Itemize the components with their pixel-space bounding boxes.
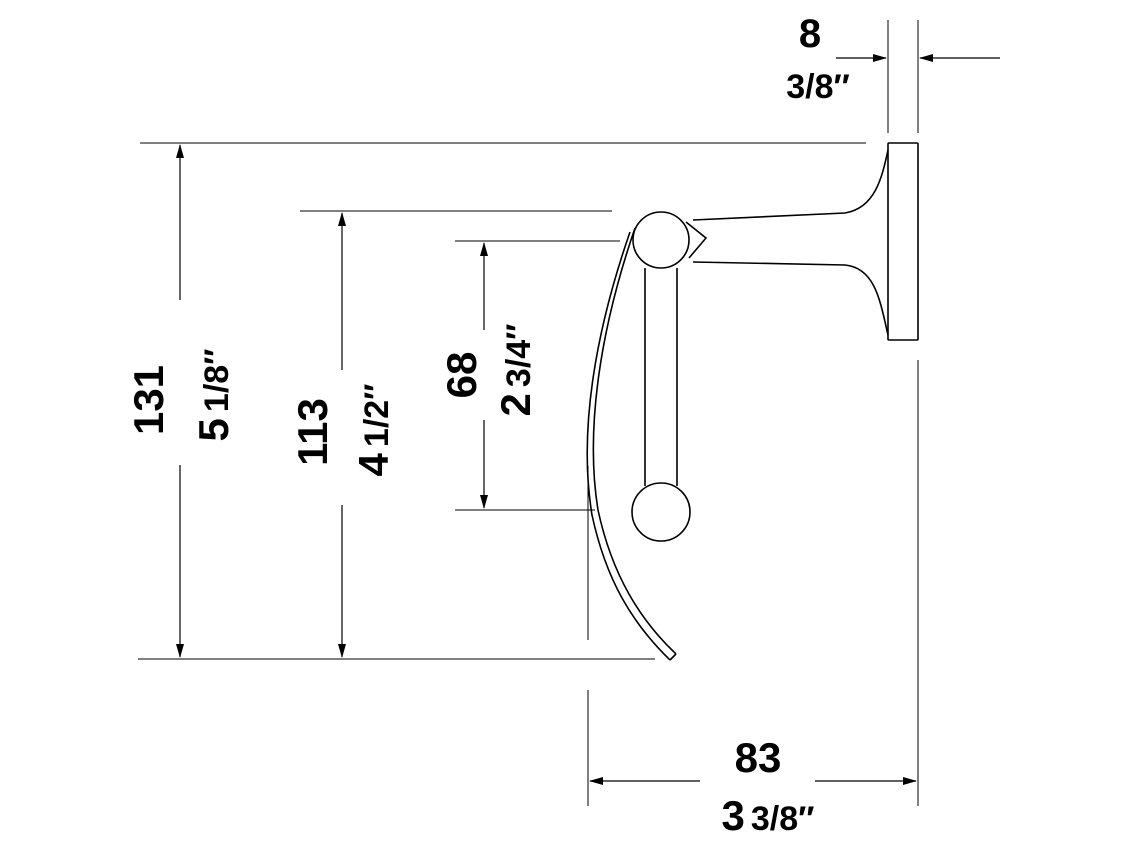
dim-roll-span: 68 2 3/4″ — [438, 324, 539, 417]
dim-depth-inch-frac: 3/8″ — [751, 800, 815, 838]
holder-arm — [692, 149, 889, 336]
dimension-lines — [176, 54, 1000, 785]
dim-arm-height-mm: 113 — [289, 398, 336, 466]
dim-depth-inch-whole: 3 — [722, 792, 745, 839]
top-hub — [632, 211, 690, 269]
dim-roll-span-mm: 68 — [438, 352, 485, 399]
extension-lines — [138, 20, 919, 806]
dim-depth-mm: 83 — [735, 734, 782, 781]
dim-overall-height-inch-whole: 5 — [190, 418, 237, 441]
hub-nose — [685, 221, 708, 259]
dim-overall-height: 131 5 1/8″ — [125, 349, 237, 442]
dim-arm-height-inch-whole: 4 — [350, 452, 397, 476]
dim-roll-span-inch: 2 3/4″ — [492, 324, 539, 417]
dim-plate: 8 3/8″ — [786, 12, 850, 106]
dim-roll-span-inch-whole: 2 — [492, 393, 539, 416]
dim-overall-height-inch: 5 1/8″ — [190, 349, 237, 442]
dim-overall-height-mm: 131 — [125, 365, 172, 435]
roll-bar — [644, 268, 678, 486]
dim-plate-mm: 8 — [799, 12, 821, 56]
dim-plate-inch: 3/8″ — [786, 68, 850, 106]
wall-plate — [887, 142, 919, 341]
dim-overall-height-inch-frac: 1/8″ — [198, 349, 236, 413]
bottom-knob — [631, 482, 691, 542]
spring-flap — [586, 227, 677, 661]
dim-roll-span-inch-frac: 3/4″ — [500, 324, 538, 388]
dim-arm-height: 113 4 1/2″ — [289, 384, 397, 477]
dim-arm-height-inch: 4 1/2″ — [350, 384, 397, 477]
dim-arm-height-inch-frac: 1/2″ — [358, 384, 396, 448]
holder-outline — [586, 142, 919, 661]
